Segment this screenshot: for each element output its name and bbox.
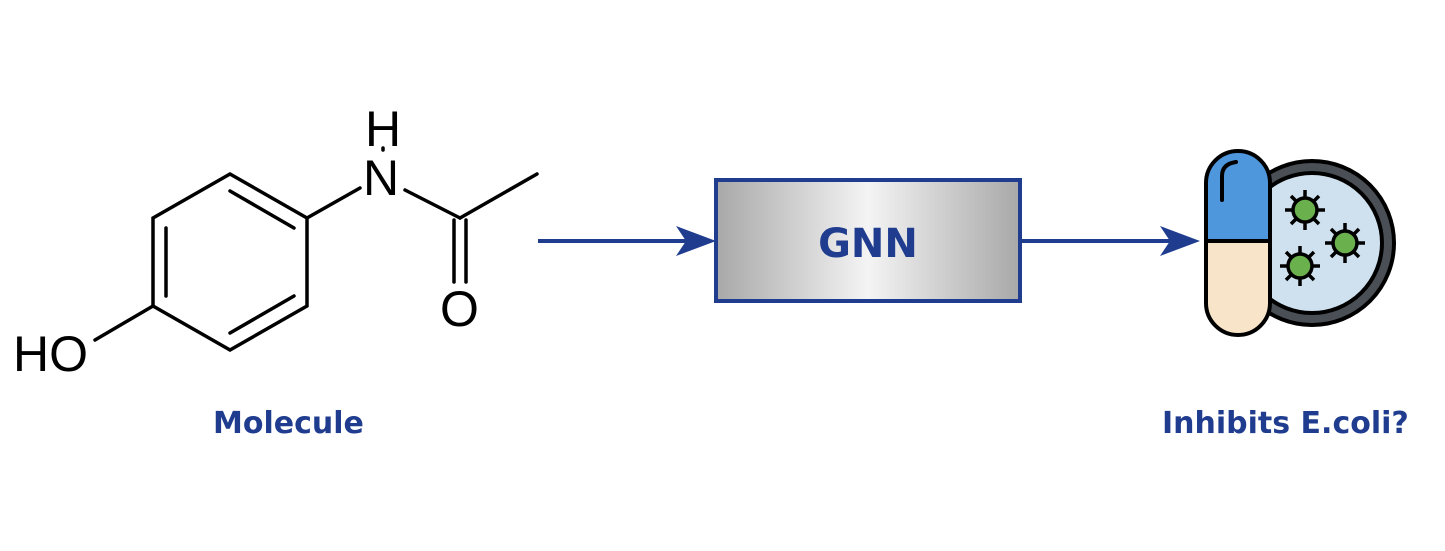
gnn-label: GNN [818,221,918,267]
atom-hydroxyl: HO [13,326,88,382]
bacterium-icon [1325,223,1365,263]
output-caption: Inhibits E.coli? [1162,406,1409,441]
atom-nitrogen: N [363,150,399,206]
atom-amide-hydrogen: H [365,101,401,157]
bacteria-cluster [1280,190,1365,286]
arrow-molecule-to-gnn [538,226,716,256]
benzene-ring [151,171,309,353]
bond-c-methyl [458,172,539,220]
ring-double-bond [228,189,296,230]
ring-double-bond [228,294,296,335]
molecule-caption: Molecule [213,406,364,441]
arrow-gnn-to-output [1020,226,1200,256]
bond-ring-oh [93,304,155,342]
bacterium-icon [1280,246,1320,286]
capsule-icon [1204,149,1272,337]
gnn-box: GNN [714,178,1022,303]
molecule-structure [93,146,539,353]
bond-ring-n [305,186,362,220]
bond-n-c [403,188,462,220]
bacterium-icon [1285,190,1325,230]
atom-oxygen: O [440,281,479,337]
capsule-petri-dish-icon [1204,149,1396,337]
